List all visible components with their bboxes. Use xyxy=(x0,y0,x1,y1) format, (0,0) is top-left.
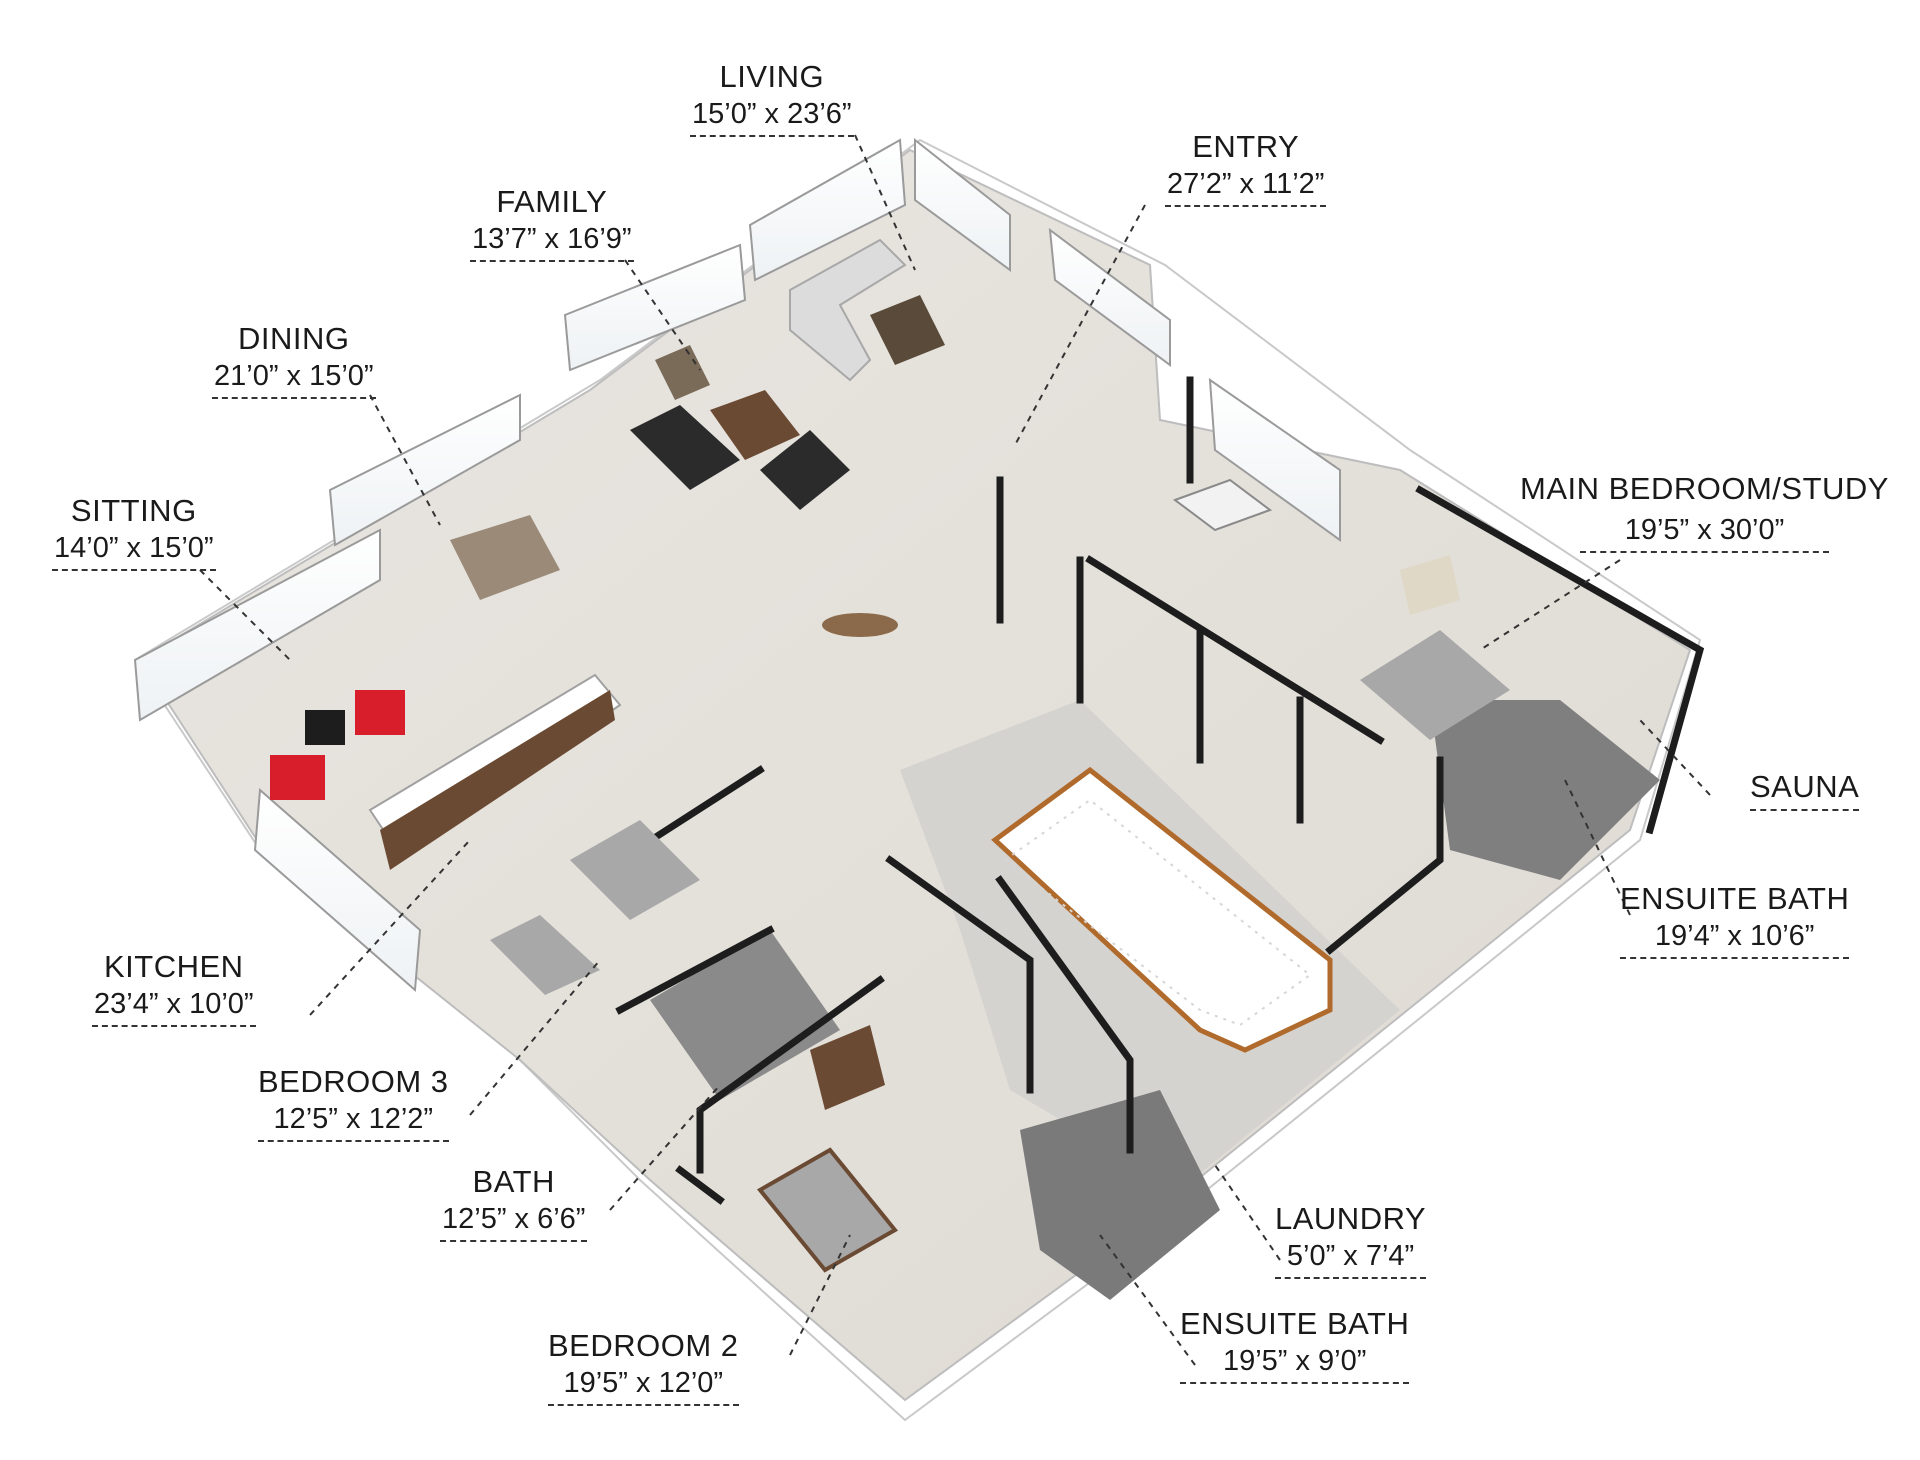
room-dimensions: 15’0” x 23’6” xyxy=(690,96,854,137)
room-name: SITTING xyxy=(70,493,197,528)
dining-table xyxy=(450,515,560,600)
main-armchair xyxy=(1400,555,1460,615)
leader-living xyxy=(854,134,916,271)
leader-bedroom-3 xyxy=(469,959,601,1116)
leader-kitchen xyxy=(309,839,471,1016)
room-dimensions: 23’4” x 10’0” xyxy=(92,986,256,1027)
leader-sauna xyxy=(1639,719,1711,796)
room-label-family: FAMILY 13’7” x 16’9” xyxy=(470,183,634,262)
leader-dining xyxy=(369,394,441,526)
leader-main-bedroom xyxy=(1479,559,1621,651)
furniture xyxy=(270,238,1510,1273)
room-label-kitchen: KITCHEN 23’4” x 10’0” xyxy=(92,948,256,1027)
stair-opening xyxy=(991,766,1333,1053)
family-coffee-table xyxy=(710,390,800,460)
family-sofa-left xyxy=(630,405,740,490)
room-label-entry: ENTRY 27’2” x 11’2” xyxy=(1165,128,1327,207)
room-name: ENTRY xyxy=(1192,129,1300,164)
room-label-ensuite-bath-1: ENSUITE BATH 19’4” x 10’6” xyxy=(1620,880,1850,959)
living-sectional-sofa xyxy=(789,238,907,382)
room-name: BEDROOM 3 xyxy=(258,1064,449,1099)
ensuite-bath-1-floor xyxy=(1430,700,1660,880)
room-dimensions: 5’0” x 7’4” xyxy=(1275,1238,1427,1279)
room-dimensions: 13’7” x 16’9” xyxy=(470,221,634,262)
main-bed xyxy=(1360,630,1510,740)
room-dimensions: 19’5” x 30’0” xyxy=(1580,512,1829,553)
room-dimensions: 12’5” x 12’2” xyxy=(258,1101,449,1142)
room-name: ENSUITE BATH xyxy=(1620,881,1850,916)
leader-ensuite-bath-2 xyxy=(1099,1234,1196,1366)
sitting-coffee-table xyxy=(305,710,345,745)
room-name: SAUNA xyxy=(1750,768,1860,811)
leader-sitting xyxy=(199,569,291,661)
room-dimensions: 19’5” x 9’0” xyxy=(1180,1343,1410,1384)
red-armchair-2 xyxy=(355,690,405,735)
ensuite-bath-2-floor xyxy=(1020,1090,1220,1300)
room-name: DINING xyxy=(238,321,350,356)
family-sofa-right xyxy=(760,430,850,510)
room-label-bedroom-2: BEDROOM 2 19’5” x 12’0” xyxy=(548,1327,739,1406)
leader-ensuite-bath-1 xyxy=(1564,779,1631,916)
room-dimensions: 14’0” x 15’0” xyxy=(52,530,216,571)
room-dimensions: 21’0” x 15’0” xyxy=(212,358,376,399)
leader-bath xyxy=(609,1084,721,1211)
leader-laundry xyxy=(1214,1164,1281,1261)
room-dimensions: 27’2” x 11’2” xyxy=(1165,166,1327,207)
room-name: LIVING xyxy=(719,59,825,94)
room-dimensions: 19’4” x 10’6” xyxy=(1620,918,1850,959)
room-name: FAMILY xyxy=(496,184,608,219)
leader-entry xyxy=(1014,204,1146,446)
round-table xyxy=(822,613,898,637)
room-name: BATH xyxy=(472,1164,555,1199)
bedroom-3-bed-2 xyxy=(490,915,600,995)
room-label-dining: DINING 21’0” x 15’0” xyxy=(212,320,376,399)
room-label-sitting: SITTING 14’0” x 15’0” xyxy=(52,492,216,571)
red-armchair-1 xyxy=(270,755,325,800)
room-label-living: LIVING 15’0” x 23’6” xyxy=(690,58,854,137)
room-name: ENSUITE BATH xyxy=(1180,1306,1410,1341)
bedroom-2-bed xyxy=(756,1147,899,1273)
room-label-sauna: SAUNA xyxy=(1750,768,1860,811)
kitchen-island-cabinets xyxy=(380,690,615,870)
room-label-laundry: LAUNDRY 5’0” x 7’4” xyxy=(1275,1200,1427,1279)
window-walls xyxy=(133,137,1341,993)
room-name: LAUNDRY xyxy=(1275,1201,1427,1236)
room-label-main-bedroom: MAIN BEDROOM/STUDY 19’5” x 30’0” xyxy=(1520,470,1889,553)
room-name: BEDROOM 2 xyxy=(548,1328,739,1363)
leader-family xyxy=(624,259,701,371)
study-desk xyxy=(1172,478,1273,532)
leader-bedroom-2 xyxy=(789,1234,851,1356)
room-label-ensuite-bath-2: ENSUITE BATH 19’5” x 9’0” xyxy=(1180,1305,1410,1384)
leader-lines xyxy=(199,134,1711,1366)
room-name: KITCHEN xyxy=(104,949,244,984)
room-dimensions: 12’5” x 6’6” xyxy=(440,1201,588,1242)
bedroom-3-bed xyxy=(570,820,700,920)
room-dimensions: 19’5” x 12’0” xyxy=(548,1365,739,1406)
room-name: MAIN BEDROOM/STUDY xyxy=(1520,471,1889,506)
room-label-bedroom-3: BEDROOM 3 12’5” x 12’2” xyxy=(258,1063,449,1142)
living-coffee-table xyxy=(870,295,945,365)
family-armchair xyxy=(655,345,710,400)
room-label-bath: BATH 12’5” x 6’6” xyxy=(440,1163,588,1242)
bedroom-2-dresser xyxy=(810,1025,885,1110)
